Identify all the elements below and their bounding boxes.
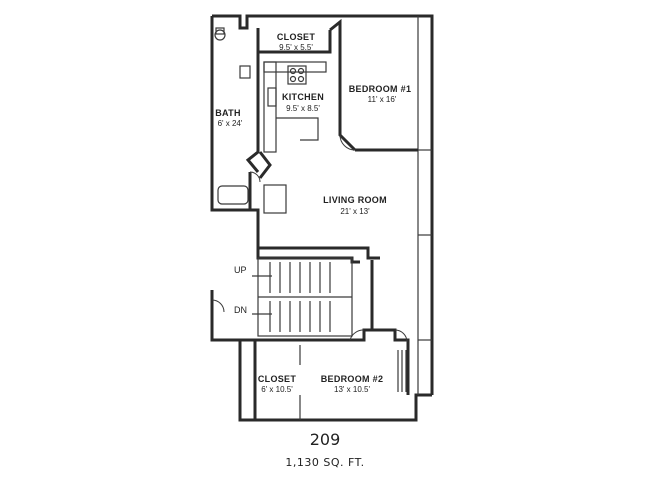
stair-down-label: DN bbox=[234, 305, 247, 315]
tub-icon bbox=[217, 185, 249, 205]
unit-area: 1,130 SQ. FT. bbox=[285, 456, 365, 469]
bath-name: BATH bbox=[215, 108, 241, 118]
closet-top-name: CLOSET bbox=[277, 32, 316, 42]
toilet-icon bbox=[214, 29, 226, 41]
closet-shelf bbox=[263, 184, 287, 214]
fridge-icon bbox=[267, 87, 277, 107]
bedroom-2-dims: 13' x 10.5' bbox=[334, 385, 370, 394]
staircase: UP DN bbox=[234, 257, 353, 337]
stove-icon bbox=[287, 65, 307, 85]
door-swings bbox=[211, 134, 408, 343]
unit-number: 209 bbox=[309, 430, 341, 449]
room-labels: CLOSET 9.5' x 5.5' BEDROOM #1 11' x 16' … bbox=[215, 32, 411, 394]
living-room-dims: 21' x 13' bbox=[340, 207, 370, 216]
closet-bottom-dims: 6' x 10.5' bbox=[261, 385, 293, 394]
bedroom-1-dims: 11' x 16' bbox=[368, 95, 397, 104]
living-room-name: LIVING ROOM bbox=[323, 195, 387, 205]
stair-up-label: UP bbox=[234, 265, 247, 275]
exterior-walls bbox=[210, 14, 434, 422]
fixtures bbox=[214, 27, 307, 214]
radiator bbox=[397, 350, 407, 392]
kitchen-dims: 9.5' x 8.5' bbox=[286, 104, 320, 113]
right-wall-band bbox=[417, 16, 432, 395]
closet-top-dims: 9.5' x 5.5' bbox=[279, 43, 313, 52]
interior-walls bbox=[245, 18, 418, 420]
kitchen-name: KITCHEN bbox=[282, 92, 324, 102]
closet-bottom-name: CLOSET bbox=[258, 374, 297, 384]
sink-icon bbox=[239, 65, 251, 79]
bath-dims: 6' x 24' bbox=[218, 119, 243, 128]
bedroom-1-name: BEDROOM #1 bbox=[349, 84, 412, 94]
bedroom-2-name: BEDROOM #2 bbox=[321, 374, 384, 384]
